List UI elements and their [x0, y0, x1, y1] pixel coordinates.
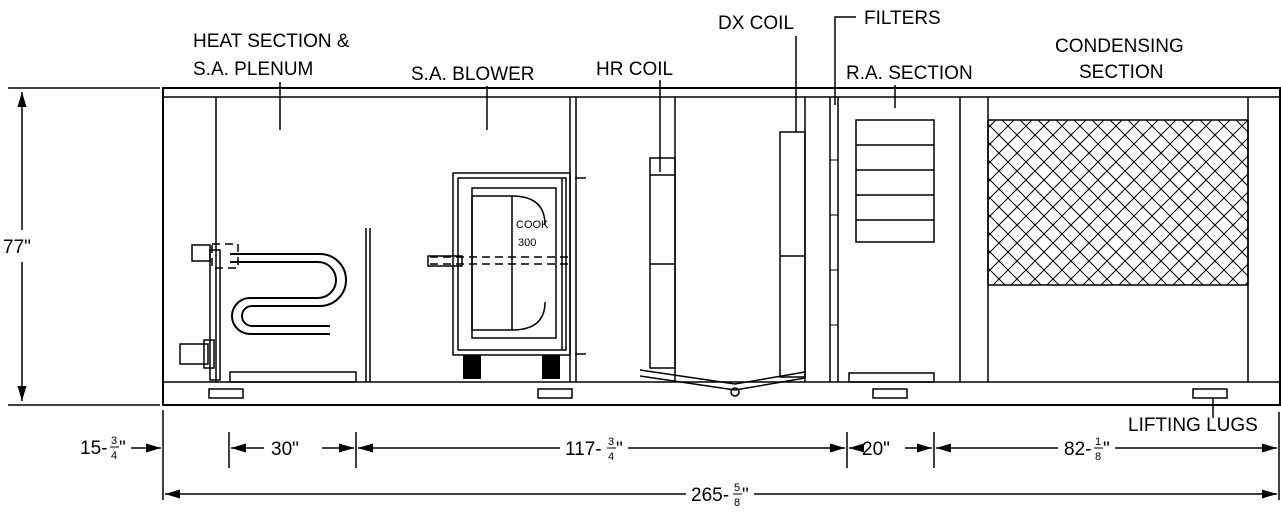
label-sa-plenum: S.A. PLENUM — [193, 59, 313, 80]
dim-30: 30" — [231, 439, 354, 460]
dim-117-3-4: 117- 3 4 " — [358, 436, 845, 463]
label-heat-section: HEAT SECTION & — [193, 31, 350, 52]
dim-82-1-8: 82- 1 8 " — [936, 436, 1277, 463]
svg-text:": " — [1103, 439, 1110, 460]
svg-text:3: 3 — [111, 435, 117, 447]
label-sa-blower: S.A. BLOWER — [411, 64, 535, 85]
drain-pan-2 — [639, 375, 806, 391]
extension-lines — [162, 410, 1280, 500]
height-dimension: 77" — [3, 87, 160, 406]
label-dx-coil: DX COIL — [718, 13, 794, 34]
drain-pan — [639, 369, 806, 385]
svg-text:": " — [119, 438, 126, 459]
condensing-coil — [987, 119, 1249, 286]
fan-brand-label: COOK — [516, 219, 549, 231]
svg-text:": " — [616, 439, 623, 460]
fan-model-label: 300 — [518, 237, 536, 249]
svg-text:3: 3 — [608, 436, 614, 448]
svg-text:4: 4 — [608, 451, 614, 463]
blower-springs — [463, 355, 560, 379]
svg-text:20": 20" — [862, 439, 890, 460]
ra-louver — [848, 119, 935, 383]
dim-265-5-8: 265- 5 8 " — [165, 482, 1277, 509]
svg-text:4: 4 — [111, 450, 117, 462]
svg-text:265-: 265- — [691, 485, 729, 506]
svg-text:1: 1 — [1095, 436, 1101, 448]
svg-text:8: 8 — [1095, 451, 1101, 463]
label-filters: FILTERS — [864, 8, 941, 29]
label-condensing: CONDENSING — [1055, 36, 1184, 57]
hr-coil — [649, 157, 676, 369]
svg-text:5: 5 — [734, 482, 740, 494]
heating-coil — [179, 243, 357, 383]
svg-text:": " — [742, 485, 749, 506]
svg-text:117-: 117- — [565, 439, 602, 460]
svg-text:30": 30" — [271, 439, 299, 460]
svg-text:8: 8 — [734, 497, 740, 509]
svg-text:15-: 15- — [80, 438, 107, 459]
leader-filters — [834, 16, 856, 105]
supply-air-blower: COOK 300 — [427, 172, 586, 379]
filter-rack — [830, 159, 838, 326]
label-condensing-section: SECTION — [1079, 62, 1163, 83]
lifting-lugs — [208, 388, 1228, 399]
dim-height: 77" — [3, 237, 31, 258]
drain-connection — [730, 387, 740, 397]
dim-20: 20" — [849, 439, 932, 460]
dim-15-3-4: 15- 3 4 " — [80, 435, 161, 462]
label-lifting-lugs: LIFTING LUGS — [1128, 415, 1258, 436]
dx-coil — [779, 131, 806, 378]
label-ra-section: R.A. SECTION — [846, 63, 973, 84]
svg-text:82-: 82- — [1064, 439, 1091, 460]
label-hr-coil: HR COIL — [596, 59, 673, 80]
